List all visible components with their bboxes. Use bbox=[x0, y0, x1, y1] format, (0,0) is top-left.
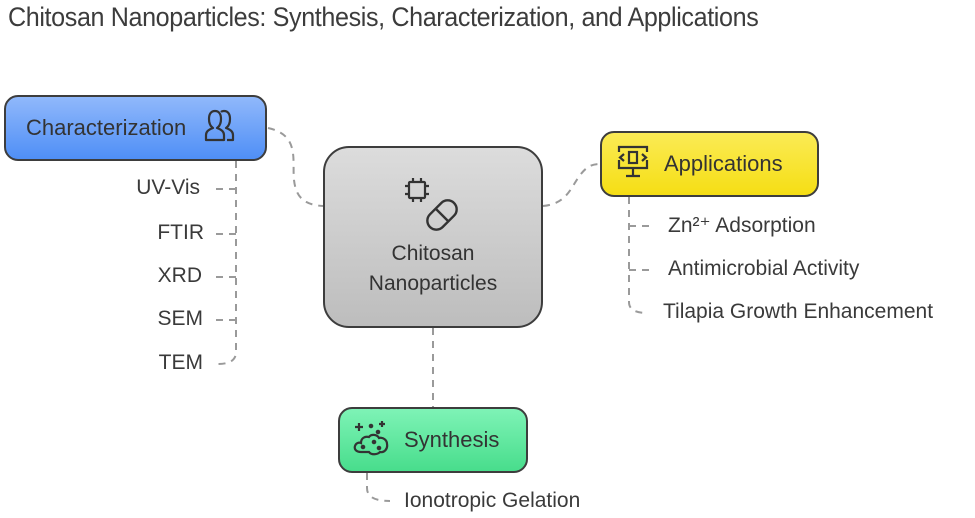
diagram-title: Chitosan Nanoparticles: Synthesis, Chara… bbox=[8, 2, 759, 32]
pill-icon bbox=[422, 195, 462, 240]
characterization-item-tem: TEM bbox=[158, 351, 203, 374]
applications-label: Applications bbox=[664, 151, 783, 176]
synthesis-node[interactable]: Synthesis bbox=[338, 407, 528, 473]
link-applications-trunk bbox=[628, 197, 649, 314]
center-label: Chitosan Nanoparticles bbox=[369, 239, 497, 299]
chip-icon bbox=[404, 177, 430, 208]
center-label-line2: Nanoparticles bbox=[368, 272, 498, 295]
synthesis-label: Synthesis bbox=[404, 427, 500, 452]
synthesis-item-ionotropic-gelation: Ionotropic Gelation bbox=[404, 489, 581, 512]
characterization-item-ftir: FTIR bbox=[157, 221, 204, 244]
center-label-line1: Chitosan bbox=[391, 242, 475, 265]
users-icon bbox=[200, 108, 238, 149]
link-center-applications bbox=[542, 163, 601, 207]
center-icons bbox=[396, 175, 466, 235]
applications-item-zn-adsorption: Zn²⁺ Adsorption bbox=[668, 214, 816, 237]
applications-item-antimicrobial: Antimicrobial Activity bbox=[668, 257, 860, 280]
characterization-item-sem: SEM bbox=[157, 307, 203, 330]
applications-node[interactable]: Applications bbox=[600, 131, 819, 197]
characterization-item-uv-vis: UV-Vis bbox=[136, 176, 200, 199]
link-synthesis-gelation bbox=[366, 473, 391, 502]
cloud-sparkle-icon bbox=[352, 419, 392, 462]
link-characterization-center bbox=[267, 127, 324, 207]
characterization-label: Characterization bbox=[26, 115, 187, 140]
link-characterization-trunk bbox=[217, 161, 237, 365]
chitosan-nanoparticles-node[interactable]: Chitosan Nanoparticles bbox=[323, 146, 543, 328]
code-monitor-icon bbox=[614, 144, 652, 185]
applications-item-tilapia-growth: Tilapia Growth Enhancement bbox=[663, 300, 934, 323]
characterization-item-xrd: XRD bbox=[157, 264, 202, 287]
characterization-node[interactable]: Characterization bbox=[4, 95, 267, 161]
